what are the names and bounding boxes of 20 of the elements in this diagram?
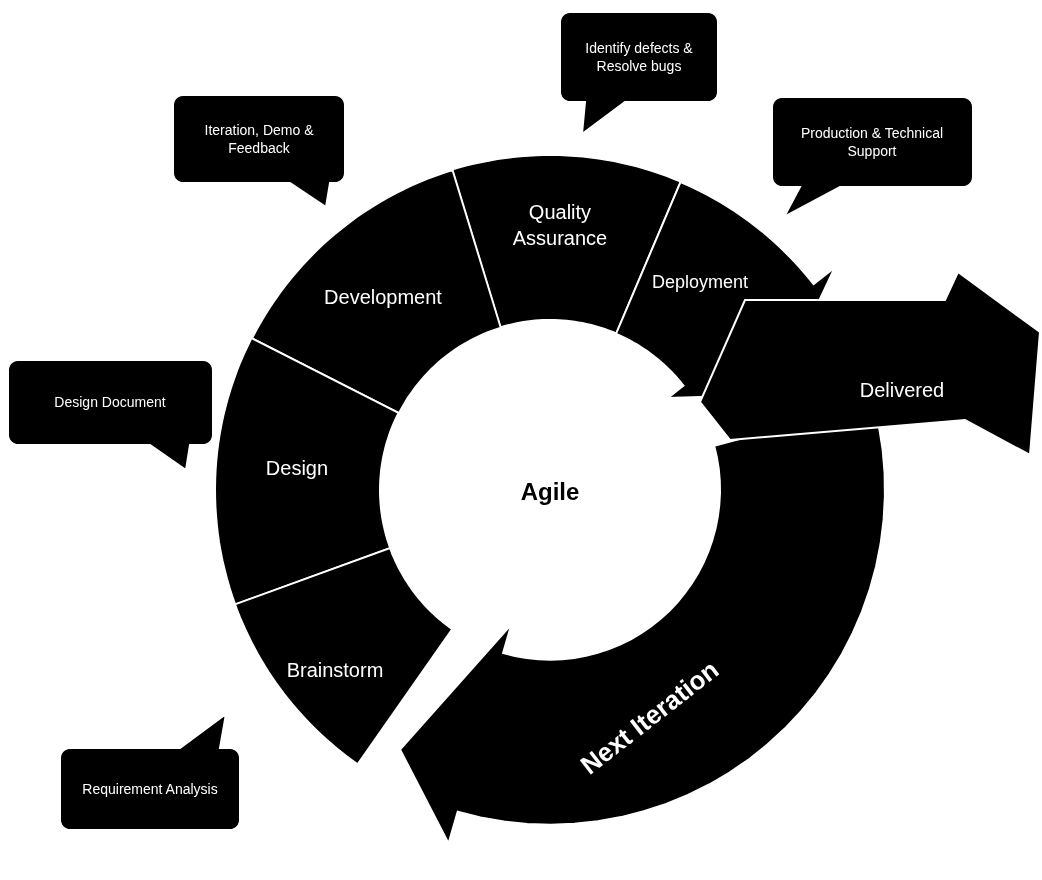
bubble-text: Identify defects & Resolve bugs	[584, 38, 694, 76]
bubble-text: Requirement Analysis	[81, 779, 219, 799]
speech-bubble	[173, 95, 345, 207]
ring-segment	[235, 548, 453, 765]
stage-label: Quality Assurance	[511, 200, 609, 251]
stage-label: Brainstorm	[285, 658, 385, 683]
speech-bubble	[772, 97, 973, 217]
bubble-text: Iteration, Demo & Feedback	[203, 120, 315, 158]
stage-label: Deployment	[650, 271, 749, 295]
ring-segment	[215, 337, 399, 605]
stage-label: Development	[323, 285, 443, 310]
bubble-text: Production & Technical Support	[799, 123, 945, 161]
speech-bubble	[8, 360, 213, 470]
stage-label: Delivered	[858, 378, 946, 403]
speech-bubble	[560, 12, 718, 134]
center-label: Agile	[520, 477, 580, 508]
bubble-text: Design Document	[53, 392, 167, 412]
speech-bubble	[60, 714, 240, 830]
stage-label: Design	[264, 456, 330, 481]
ring-segment	[251, 169, 501, 413]
